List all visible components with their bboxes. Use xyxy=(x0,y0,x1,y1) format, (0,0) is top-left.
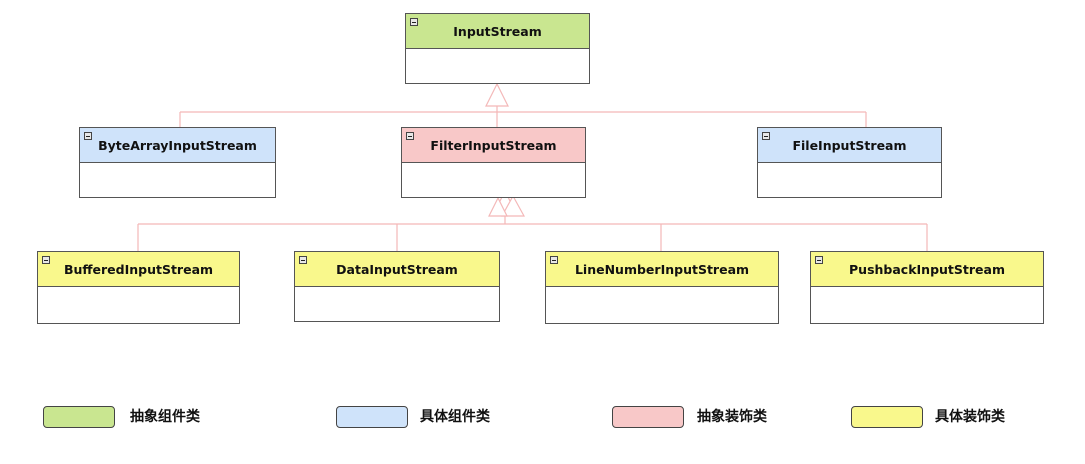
class-name: InputStream xyxy=(453,23,542,39)
generalization-arrow-icon xyxy=(485,82,509,107)
collapse-icon[interactable] xyxy=(406,132,414,140)
legend-swatch-concrete-decorator xyxy=(851,406,923,428)
legend-label-abstract-component: 抽象组件类 xyxy=(130,409,200,425)
class-header: DataInputStream xyxy=(295,252,499,287)
class-body xyxy=(402,163,585,197)
generalization-arrow-icon xyxy=(500,194,526,217)
class-name: FileInputStream xyxy=(792,137,907,153)
collapse-icon[interactable] xyxy=(42,256,50,264)
class-data-input-stream[interactable]: DataInputStream xyxy=(294,251,500,322)
legend-label-concrete-component: 具体组件类 xyxy=(420,409,490,425)
class-name: DataInputStream xyxy=(336,261,458,277)
class-body xyxy=(811,287,1043,323)
generalization-arrow-icon xyxy=(488,196,508,217)
legend-swatch-abstract-component xyxy=(43,406,115,428)
class-header: LineNumberInputStream xyxy=(546,252,778,287)
collapse-icon[interactable] xyxy=(410,18,418,26)
collapse-icon[interactable] xyxy=(299,256,307,264)
legend-swatch-concrete-component xyxy=(336,406,408,428)
class-name: FilterInputStream xyxy=(430,137,557,153)
class-header: PushbackInputStream xyxy=(811,252,1043,287)
class-name: BufferedInputStream xyxy=(63,261,214,277)
class-line-number-input-stream[interactable]: LineNumberInputStream xyxy=(545,251,779,324)
class-header: FilterInputStream xyxy=(402,128,585,163)
collapse-icon[interactable] xyxy=(815,256,823,264)
class-body xyxy=(546,287,778,323)
class-name: LineNumberInputStream xyxy=(574,261,750,277)
class-name: PushbackInputStream xyxy=(849,261,1005,277)
class-filter-input-stream[interactable]: FilterInputStream xyxy=(401,127,586,198)
collapse-icon[interactable] xyxy=(762,132,770,140)
legend-label-abstract-decorator: 抽象装饰类 xyxy=(697,409,767,425)
collapse-icon[interactable] xyxy=(550,256,558,264)
class-body xyxy=(406,49,589,83)
class-pushback-input-stream[interactable]: PushbackInputStream xyxy=(810,251,1044,324)
class-body xyxy=(295,287,499,321)
class-body xyxy=(38,287,239,323)
class-body xyxy=(758,163,941,197)
legend-label-concrete-decorator: 具体装饰类 xyxy=(935,409,1005,425)
class-header: BufferedInputStream xyxy=(38,252,239,287)
class-header: InputStream xyxy=(406,14,589,49)
collapse-icon[interactable] xyxy=(84,132,92,140)
class-header: ByteArrayInputStream xyxy=(80,128,275,163)
class-buffered-input-stream[interactable]: BufferedInputStream xyxy=(37,251,240,324)
class-byte-array-input-stream[interactable]: ByteArrayInputStream xyxy=(79,127,276,198)
class-header: FileInputStream xyxy=(758,128,941,163)
class-body xyxy=(80,163,275,197)
class-name: ByteArrayInputStream xyxy=(98,137,257,153)
class-file-input-stream[interactable]: FileInputStream xyxy=(757,127,942,198)
legend-swatch-abstract-decorator xyxy=(612,406,684,428)
class-input-stream[interactable]: InputStream xyxy=(405,13,590,84)
